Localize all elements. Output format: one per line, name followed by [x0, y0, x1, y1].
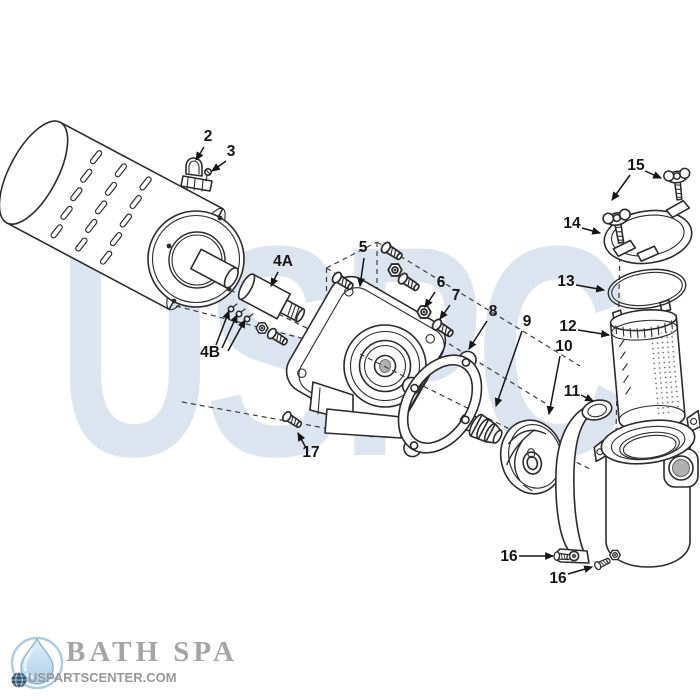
logo: BATH SPA USPARTSCENTER.COM	[8, 626, 278, 698]
logo-mark	[10, 636, 64, 690]
strainer-lid-illustration	[601, 167, 694, 265]
callout-label-8: 8	[489, 303, 498, 320]
callout-label-9: 9	[523, 313, 532, 330]
gasket-illustration	[397, 350, 483, 458]
callout-label-7: 7	[452, 287, 461, 304]
callout-arrows	[195, 146, 663, 575]
callout-label-5: 5	[359, 239, 368, 256]
brand-text: BATH SPA	[66, 636, 238, 668]
clamp-and-screw-illustration	[180, 157, 213, 192]
shaft-seal-illustration	[468, 413, 503, 444]
motor-illustration	[0, 120, 245, 311]
callout-label-3: 3	[227, 143, 236, 160]
drop-highlight	[23, 648, 34, 679]
callout-label-2: 2	[204, 128, 213, 145]
callout-label-12: 12	[559, 318, 576, 335]
callout-label-4b: 4B	[200, 344, 220, 361]
motor-shaft	[190, 248, 239, 289]
callout-label-11: 11	[564, 383, 581, 400]
site-text: USPARTSCENTER.COM	[28, 670, 177, 685]
callout-label-15: 15	[627, 157, 645, 174]
callout-label-14: 14	[563, 215, 581, 232]
pump-housing-illustration	[553, 399, 700, 572]
callout-labels: 2 3 4A 4B 5 6 7 8 9 10 11 12 13 14 15 16…	[200, 128, 645, 587]
callout-label-13: 13	[557, 273, 575, 290]
callout-label-4a: 4A	[273, 253, 293, 270]
callout-label-17: 17	[302, 444, 319, 461]
spare-knob-icon	[662, 167, 694, 202]
callout-label-16a: 16	[500, 548, 518, 565]
o-ring-illustration	[607, 268, 687, 310]
water-wave-icon	[14, 671, 61, 680]
callout-label-6: 6	[437, 274, 446, 291]
globe-icon	[11, 672, 27, 688]
callout-label-10: 10	[555, 338, 572, 355]
seal-hardware-illustration	[227, 303, 291, 349]
impeller-illustration	[499, 419, 565, 495]
strainer-basket-illustration	[609, 299, 686, 432]
callout-label-16b: 16	[549, 570, 567, 587]
shaft-sleeve-illustration	[237, 273, 306, 323]
